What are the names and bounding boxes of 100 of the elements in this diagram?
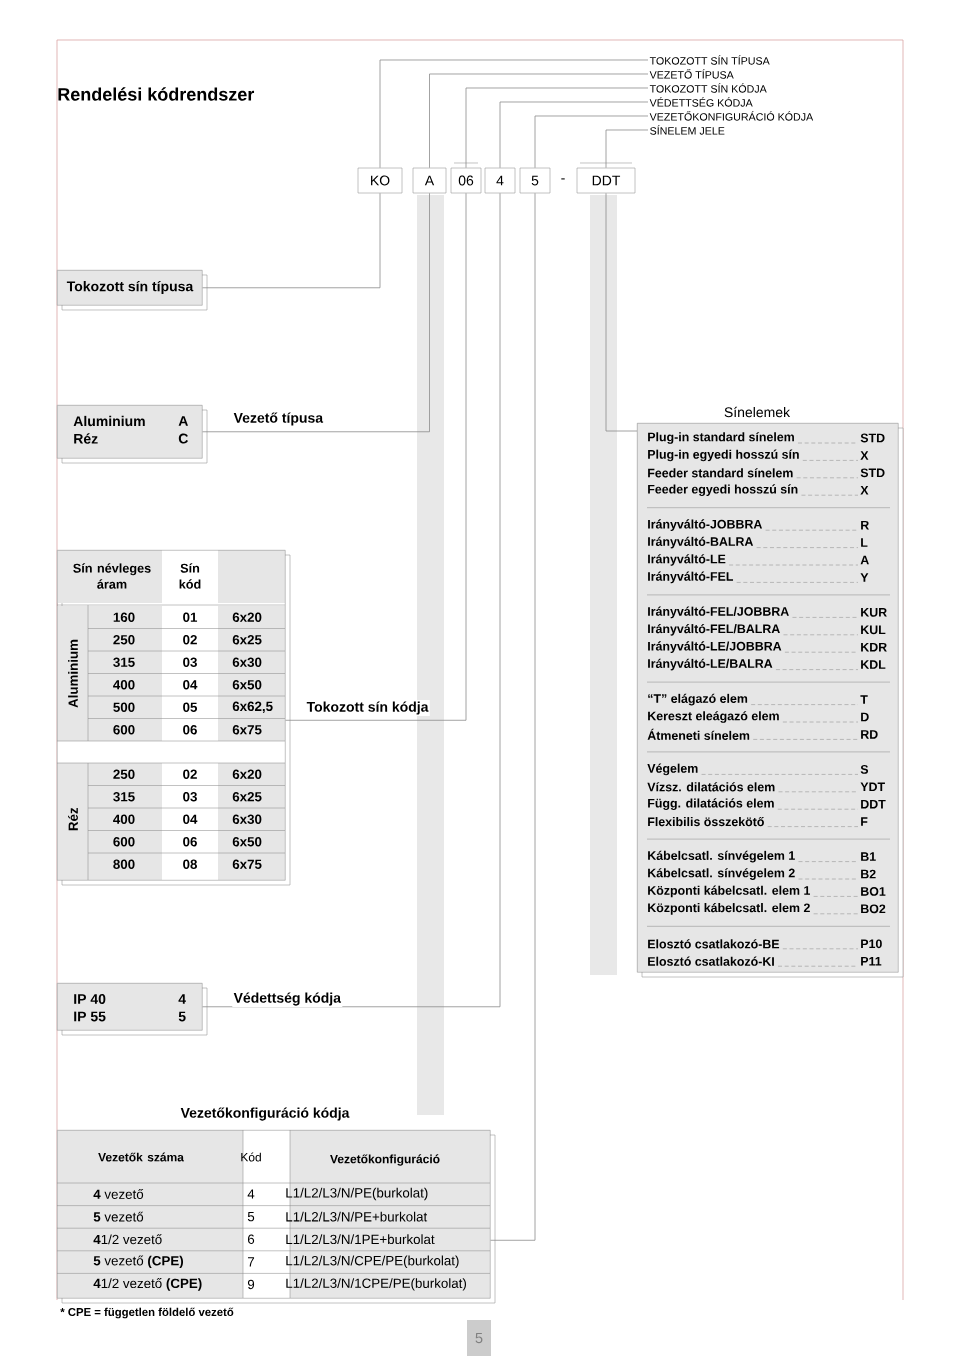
connector-line — [605, 129, 649, 169]
code-box: IP 40 4 IP 55 5 — [57, 983, 208, 1036]
node-label: Feeder standard sínelem — [648, 468, 793, 478]
parts-list-row: Elosztó csatlakozó-BE P10 — [648, 939, 882, 950]
node-label: Irányváltó-FEL — [648, 571, 734, 584]
parts-list-row: Irányváltó-LE A — [648, 554, 869, 566]
node-label: X — [860, 485, 869, 495]
node-label: Irányváltó-BALRA — [648, 536, 754, 549]
node-label: Feeder egyedi hosszú sín — [648, 484, 798, 497]
parts-list-row: Irányváltó-BALRA L — [648, 536, 868, 549]
connector-line — [202, 192, 430, 433]
parts-list-row: Kábelcsatl. sínvégelem 2 B2 — [648, 868, 876, 880]
parts-list-row: Függ. dilatációs elem DDT — [648, 798, 886, 811]
node-label: R — [861, 520, 869, 530]
node-label: KDR — [861, 642, 887, 652]
parts-list-row: Központi kábelcsatl. elem 1 BO1 — [648, 885, 886, 898]
category-box: Tokozott sín típusa — [57, 270, 208, 311]
node-label: DDT — [861, 799, 886, 809]
connector-line — [534, 115, 649, 169]
parts-list-row: “T” elágazó elem T — [648, 693, 868, 706]
node-label: Kábelcsatl. sínvégelem 1 — [648, 850, 795, 863]
connector-line — [202, 192, 501, 1008]
node-label: STD — [860, 433, 885, 443]
node-label: D — [861, 712, 869, 722]
edge-label: Vezető típusa — [232, 411, 325, 427]
code-table: Vezetőkonfiguráció kódja Vezetők száma Kód Vezetőkonfiguráció 4 vezető 4 L1/L2/L3/N/PE(burkolat) 5 vezető 5 L1/L2/L3/N/PE+burkolat 41/2 vezető 6 L1/L2/L3/N/1PE+burkolat 5 vezető (CPE) 7 L1/L2/L3/N/CPE/PE(burkolat) 41/2 vezető (CPE) 9 L1/L2/L3/N/1CPE/PE(burkolat) — [56, 1107, 496, 1304]
parts-list-row: Átmeneti sínelem RD — [647, 728, 878, 740]
code-legend-text: VÉDETTSÉG KÓDJA — [649, 97, 753, 107]
node-label: Elosztó csatlakozó-BE — [648, 939, 780, 949]
node-label: BO1 — [861, 887, 886, 896]
node-label: B2 — [861, 869, 876, 879]
node-label: Kereszt eleágazó elem — [648, 711, 779, 723]
node-label: Irányváltó-LE/BALRA — [648, 658, 773, 671]
code-box: DDT — [576, 167, 636, 194]
edge-label: Védettség kódja — [232, 991, 343, 1007]
node-label: Függ. dilatációs elem — [648, 798, 774, 811]
dash-sign: - — [561, 178, 565, 180]
node-label: Y — [860, 573, 869, 582]
code-legend-text: VEZETŐKONFIGURÁCIÓ KÓDJA — [649, 111, 814, 121]
connector-line — [285, 192, 467, 721]
parts-list-row: Feeder standard sínelem STD — [648, 468, 885, 479]
node-label: Elosztó csatlakozó-KI — [648, 956, 774, 966]
parts-list-row: Plug-in standard sínelem STD — [648, 432, 885, 444]
node-label: Átmeneti sínelem — [647, 728, 750, 740]
connector-line — [202, 192, 381, 289]
parts-list-row: Elosztó csatlakozó-KI P11 — [648, 956, 882, 967]
parts-list-row: Plug-in egyedi hosszú sín X — [648, 449, 869, 462]
node-label: STD — [860, 468, 885, 478]
parts-list-row: Irányváltó-LE/JOBBRA KDR — [648, 641, 887, 654]
code-box: KO — [357, 167, 403, 194]
node-label: YDT — [860, 782, 885, 792]
node-label: KUR — [861, 608, 887, 617]
node-label: BO2 — [861, 904, 886, 914]
node-label: Végelem — [647, 763, 698, 776]
edge-label: Tokozott sín kódja — [305, 700, 430, 716]
connector-line — [499, 101, 649, 169]
parts-list-row: Végelem S — [647, 763, 869, 776]
node-label: A — [860, 555, 869, 565]
parts-list-row: Irányváltó-LE/BALRA KDL — [648, 658, 886, 671]
code-box: Aluminium A Réz C — [57, 405, 208, 464]
node-label: T — [860, 695, 868, 704]
parts-list-row: Feeder egyedi hosszú sín X — [648, 484, 869, 497]
node-label: L — [861, 538, 868, 547]
node-label: X — [860, 451, 869, 460]
node-label: Irányváltó-FEL/JOBBRA — [648, 606, 789, 619]
code-box: 5 — [519, 167, 551, 194]
code-legend-text: TOKOZOTT SÍN TÍPUSA — [649, 55, 770, 65]
page-number: 5 — [467, 1320, 491, 1356]
node-label: Központi kábelcsatl. elem 1 — [648, 885, 811, 898]
parts-list-row: Vízsz. dilatációs elem YDT — [647, 782, 885, 793]
node-label: KDL — [861, 660, 886, 669]
node-label: Irányváltó-LE — [648, 554, 726, 566]
node-label: F — [861, 817, 868, 826]
code-legend-text: SÍNELEM JELE — [650, 125, 725, 135]
node-label: “T” elágazó elem — [648, 693, 748, 706]
node-label: Sínelemek — [724, 406, 791, 418]
node-label: P11 — [861, 956, 882, 966]
node-label: RD — [861, 730, 878, 739]
title: Rendelési kódrendszer — [58, 87, 255, 101]
parts-list-row: Irányváltó-JOBBRA R — [648, 519, 869, 532]
parts-list-row: Kereszt eleágazó elem D — [648, 711, 869, 723]
code-box: 4 — [484, 167, 516, 194]
node-label: Plug-in standard sínelem — [648, 432, 794, 444]
parts-list-row: Irányváltó-FEL/BALRA KUL — [648, 623, 886, 636]
connector-line — [379, 59, 649, 169]
node-label: Plug-in egyedi hosszú sín — [648, 449, 799, 462]
code-legend-text: VEZETŐ TÍPUSA — [649, 69, 734, 79]
node-label: Flexibilis összekötő — [648, 817, 764, 827]
node-label: Irányváltó-JOBBRA — [648, 519, 763, 532]
connector-line — [490, 192, 536, 1241]
node-label: B1 — [861, 852, 876, 861]
code-box: A — [412, 167, 447, 194]
node-label: Irányváltó-LE/JOBBRA — [648, 641, 782, 654]
node-label: S — [860, 765, 869, 774]
parts-list-row: Irányváltó-FEL Y — [648, 571, 869, 584]
node-label: P10 — [861, 939, 882, 949]
code-legend-text: TOKOZOTT SÍN KÓDJA — [649, 83, 767, 93]
parts-list-row: Flexibilis összekötő F — [648, 817, 868, 827]
node-label: Vízsz. dilatációs elem — [647, 782, 775, 792]
parts-list-row: Központi kábelcsatl. elem 2 BO2 — [648, 902, 886, 915]
